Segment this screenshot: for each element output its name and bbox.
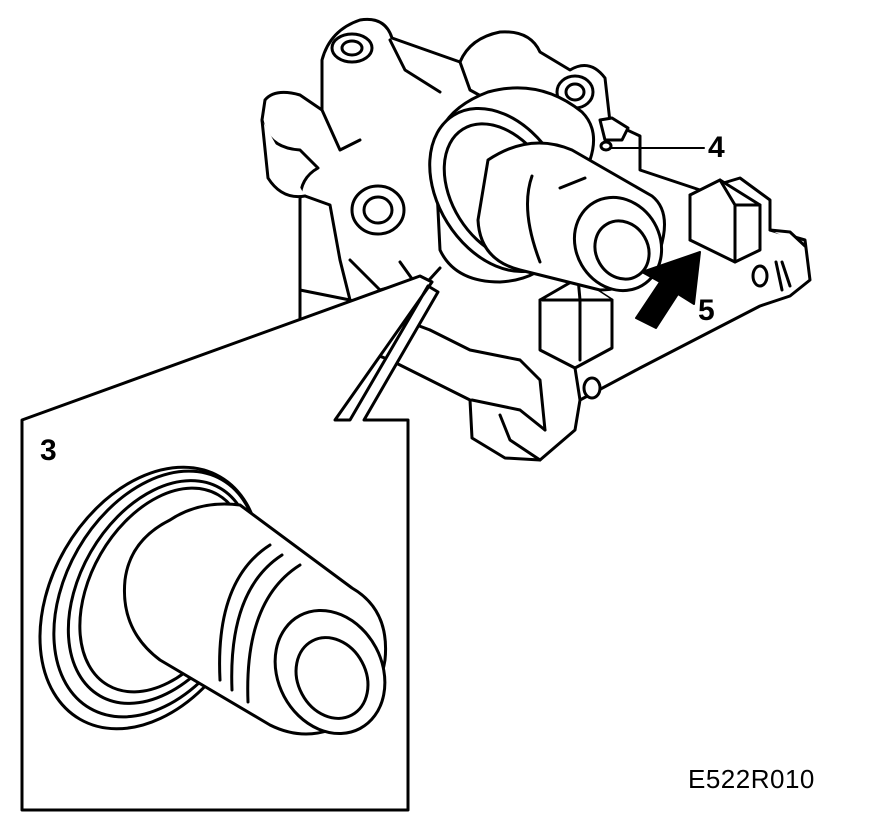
direction-arrow	[636, 252, 700, 328]
callout-5: 5	[698, 294, 715, 327]
figure-code: E522R010	[688, 764, 815, 794]
piston-assembly	[401, 83, 679, 307]
piston-detail	[0, 428, 406, 768]
callout-3: 3	[40, 434, 57, 467]
callout-4: 4	[708, 131, 725, 164]
